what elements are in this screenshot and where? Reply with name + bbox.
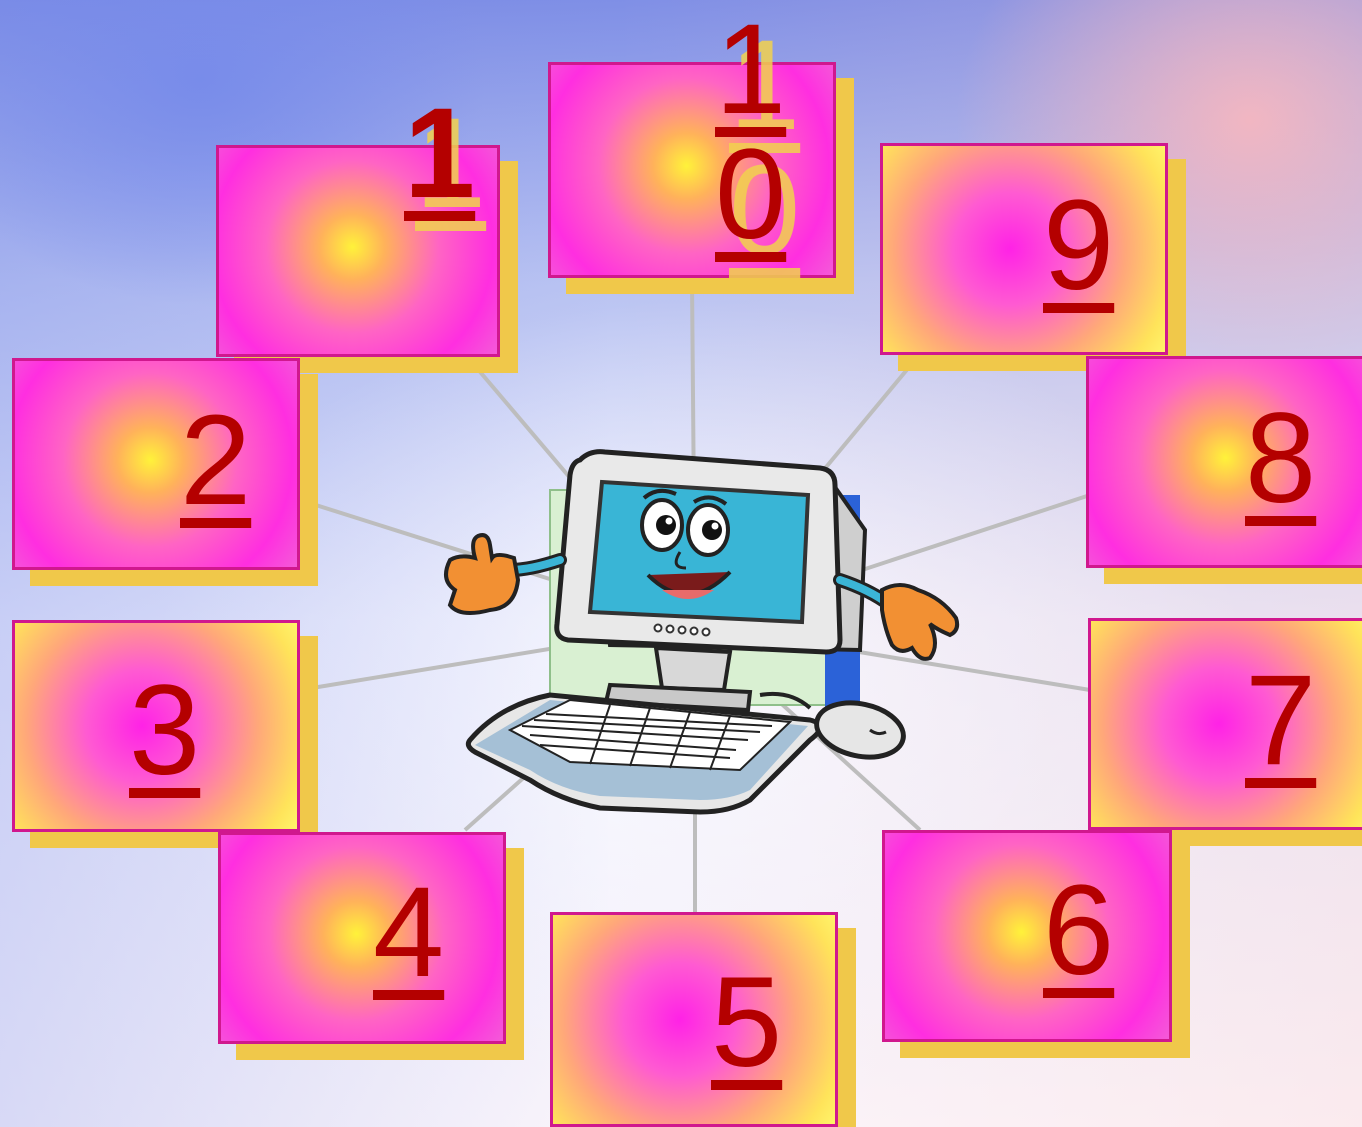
tile-8[interactable]: 8 (1086, 356, 1362, 568)
tile-6[interactable]: 6 (882, 830, 1172, 1042)
tile-2[interactable]: 2 (12, 358, 300, 570)
tile-10-number[interactable]: 1 0 (715, 7, 786, 258)
tile-10[interactable]: 1 0 1 0 (548, 62, 836, 278)
tile-7[interactable]: 7 (1088, 618, 1362, 830)
tile-9-number[interactable]: 9 (1043, 182, 1114, 310)
tile-8-number[interactable]: 8 (1245, 395, 1316, 523)
tile-9[interactable]: 9 (880, 143, 1168, 355)
tile-3[interactable]: 3 (12, 620, 300, 832)
tile-4[interactable]: 4 (218, 832, 506, 1044)
tile-1-number[interactable]: 1 (404, 90, 475, 218)
tile-6-number[interactable]: 6 (1043, 867, 1114, 995)
tile-1[interactable]: 1 1 (216, 145, 500, 357)
tile-5[interactable]: 5 (550, 912, 838, 1127)
tile-4-number[interactable]: 4 (373, 869, 444, 997)
tile-5-number[interactable]: 5 (711, 959, 782, 1087)
tile-2-number[interactable]: 2 (180, 397, 251, 525)
cartoon-computer-mascot-icon (430, 440, 970, 840)
tile-7-number[interactable]: 7 (1245, 657, 1316, 785)
tile-3-number[interactable]: 3 (129, 667, 200, 795)
